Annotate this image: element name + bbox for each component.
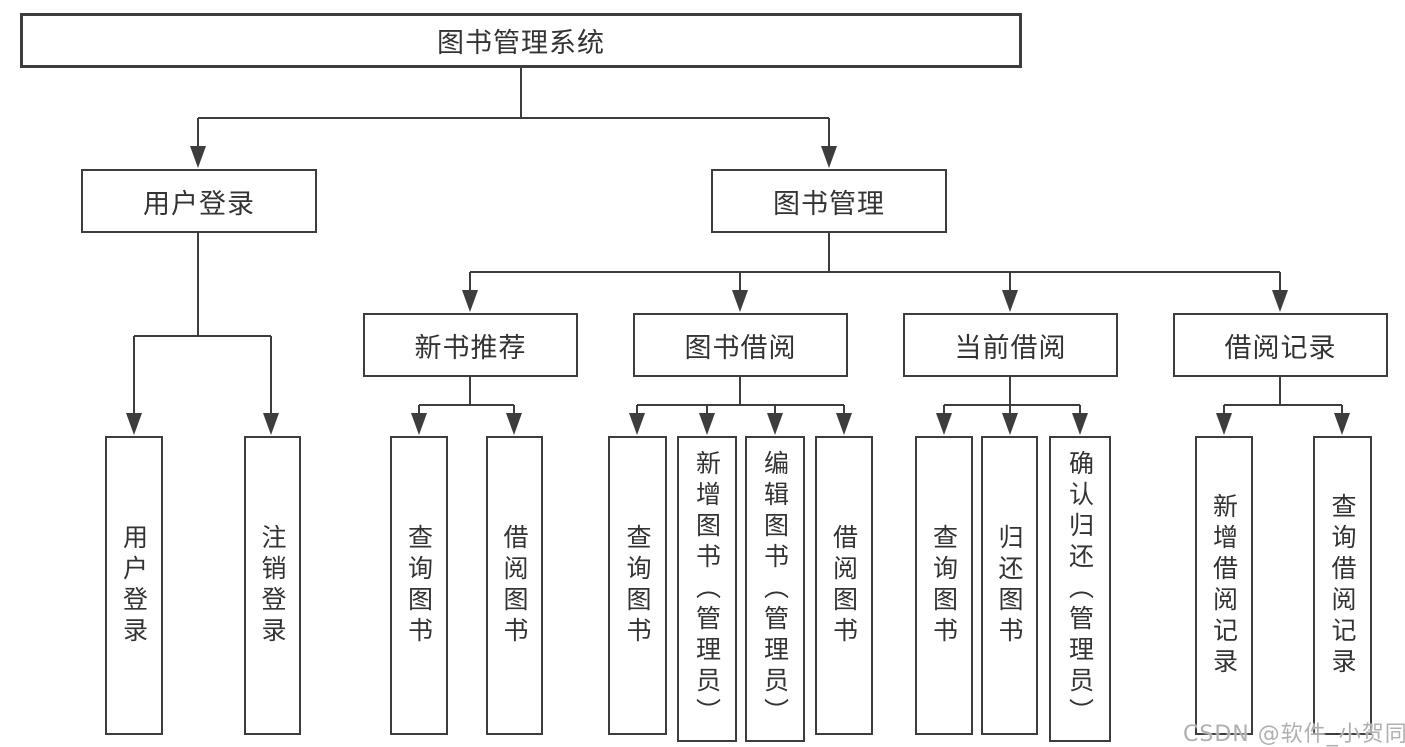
node-user-login: 用户登录 bbox=[81, 169, 317, 233]
node-book-borrow: 图书借阅 bbox=[633, 313, 848, 377]
node-book-management: 图书管理 bbox=[711, 169, 947, 233]
node-root: 图书管理系统 bbox=[20, 13, 1022, 68]
leaf-borrow-books: 借阅图书 bbox=[815, 436, 873, 735]
node-new-book-recommend: 新书推荐 bbox=[363, 313, 578, 377]
node-current-borrow: 当前借阅 bbox=[903, 313, 1118, 377]
leaf-user-login: 用户登录 bbox=[105, 436, 163, 735]
leaf-add-book-admin: 新增图书（管理员） bbox=[677, 436, 737, 742]
arrowheads bbox=[126, 146, 1350, 435]
leaf-query-books-borrow: 查询图书 bbox=[608, 436, 667, 735]
node-borrow-records: 借阅记录 bbox=[1173, 313, 1388, 377]
leaf-query-borrow-record: 查询借阅记录 bbox=[1313, 436, 1372, 735]
leaf-return-book: 归还图书 bbox=[981, 436, 1038, 735]
leaf-logout: 注销登录 bbox=[244, 436, 301, 735]
leaf-confirm-return-admin: 确认归还（管理员） bbox=[1049, 436, 1111, 742]
leaf-add-borrow-record: 新增借阅记录 bbox=[1195, 436, 1253, 735]
leaf-query-books-recommend: 查询图书 bbox=[390, 436, 448, 735]
leaf-query-books-current: 查询图书 bbox=[915, 436, 973, 735]
leaf-borrow-books-recommend: 借阅图书 bbox=[486, 436, 543, 735]
csdn-watermark: CSDN @软件_小贺同学 bbox=[1183, 722, 1405, 747]
leaf-edit-book-admin: 编辑图书（管理员） bbox=[745, 436, 805, 742]
